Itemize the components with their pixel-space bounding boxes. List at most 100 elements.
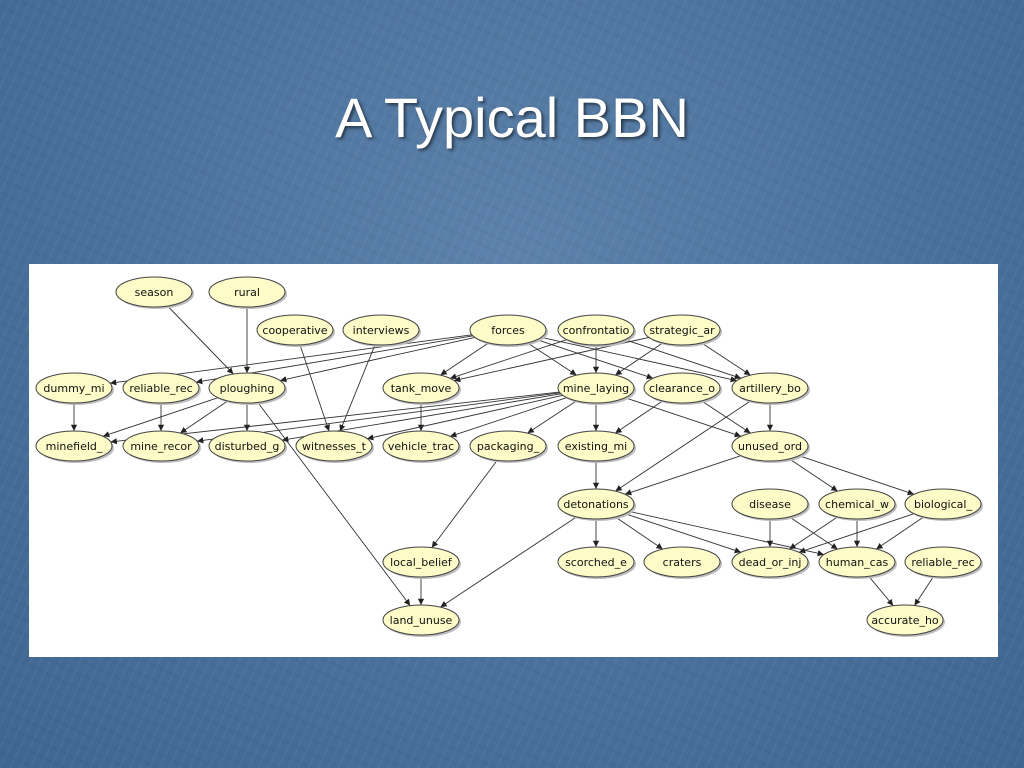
node-ellipse [35,430,113,462]
node-ellipse [731,430,809,462]
node-ploughing: ploughing [208,372,287,405]
node-label: disease [749,498,791,511]
edge-forces-to-ploughing [280,336,475,383]
node-rural: rural [208,276,287,309]
node-ellipse [122,372,200,404]
edge-confrontatio-to-tank_move [449,339,568,380]
node-ellipse [469,430,547,462]
edge-clearance_o-to-existing_mi [614,400,664,434]
node-human_cas: human_cas [818,546,897,579]
node-label: artillery_bo [739,382,801,395]
node-ellipse [208,372,286,404]
node-existing_mi: existing_mi [557,430,636,463]
node-ellipse [295,430,373,462]
node-label: reliable_rec [911,556,974,569]
nodes-layer: season rural cooperative interviews forces co… [35,276,983,637]
node-ellipse [904,488,982,520]
edge-ploughing-to-mine_recor [179,400,229,434]
edge-ploughing-to-minefield_ [102,397,219,438]
edge-unused_ord-to-detonations [624,455,742,496]
node-land_unuse: land_unuse [382,604,461,637]
node-ellipse [208,276,286,308]
node-ellipse [35,372,113,404]
node-season: season [115,276,194,309]
node-label: mine_recor [130,440,192,453]
node-label: reliable_rec [129,382,192,395]
node-label: scorched_e [565,556,627,569]
edge-strategic_ar-to-mine_laying [614,342,664,376]
node-witnesses_t: witnesses_t [295,430,374,463]
node-ellipse [643,546,721,578]
node-label: biological_ [914,498,972,511]
node-ellipse [643,314,721,346]
node-label: dummy_mi [43,382,104,395]
node-craters: craters [643,546,722,579]
node-ellipse [557,314,635,346]
node-label: packaging_ [477,440,540,453]
node-dead_or_inj: dead_or_inj [731,546,810,579]
node-detonations: detonations [557,488,636,521]
node-ellipse [557,488,635,520]
node-tank_move: tank_move [382,372,461,405]
edge-packaging_-to-local_belief [431,460,498,548]
edge-reliable_rec2-to-accurate_ho [914,576,934,606]
node-reliable_rec: reliable_rec [122,372,201,405]
edge-forces-to-tank_move [440,342,489,376]
node-ellipse [469,314,547,346]
node-biological_: biological_ [904,488,983,521]
node-packaging_: packaging_ [469,430,548,463]
node-label: clearance_o [649,382,715,395]
node-mine_recor: mine_recor [122,430,201,463]
edge-unused_ord-to-biological_ [798,455,915,496]
node-label: mine_laying [563,382,629,395]
node-label: detonations [563,498,629,511]
node-local_belief: local_belief [382,546,461,579]
node-label: disturbed_g [215,440,280,453]
node-label: unused_ord [738,440,802,453]
node-ellipse [731,546,809,578]
node-ellipse [382,604,460,636]
node-ellipse [818,546,896,578]
node-label: interviews [353,324,410,337]
edge-cooperative-to-witnesses_t [299,344,330,432]
node-label: human_cas [826,556,889,569]
node-ellipse [731,488,809,520]
edge-chemical_w-to-dead_or_inj [789,516,838,550]
node-ellipse [115,276,193,308]
node-strategic_ar: strategic_ar [643,314,722,347]
node-label: accurate_ho [871,614,939,627]
node-clearance_o: clearance_o [643,372,722,405]
edge-unused_ord-to-chemical_w [789,458,838,492]
node-label: minefield_ [46,440,103,453]
edge-mine_laying-to-minefield_ [110,391,560,445]
node-label: existing_mi [565,440,627,453]
node-label: confrontatio [563,324,630,337]
node-forces: forces [469,314,548,347]
node-ellipse [382,430,460,462]
node-label: chemical_w [825,498,889,511]
edge-detonations-to-land_unuse [440,516,577,608]
node-label: cooperative [262,324,327,337]
edge-mine_laying-to-witnesses_t [367,394,563,441]
node-scorched_e: scorched_e [557,546,636,579]
edge-mine_laying-to-unused_ord [624,397,742,438]
node-label: season [135,286,174,299]
node-label: rural [234,286,260,299]
edge-human_cas-to-accurate_ho [868,576,894,606]
edge-confrontatio-to-artillery_bo [624,339,742,380]
node-artillery_bo: artillery_bo [731,372,810,405]
node-cooperative: cooperative [256,314,335,347]
node-ellipse [818,488,896,520]
node-ellipse [382,372,460,404]
bbn-network-graph: season rural cooperative interviews forces co… [35,276,983,637]
edge-biological_-to-human_cas [875,516,925,550]
edge-detonations-to-craters [614,516,664,550]
node-label: ploughing [220,382,275,395]
node-dummy_mi: dummy_mi [35,372,114,405]
edge-season-to-ploughing [167,305,234,375]
node-ellipse [208,430,286,462]
node-disturbed_g: disturbed_g [208,430,287,463]
node-ellipse [256,314,334,346]
slide-title: A Typical BBN [335,86,689,149]
node-label: strategic_ar [649,324,715,337]
